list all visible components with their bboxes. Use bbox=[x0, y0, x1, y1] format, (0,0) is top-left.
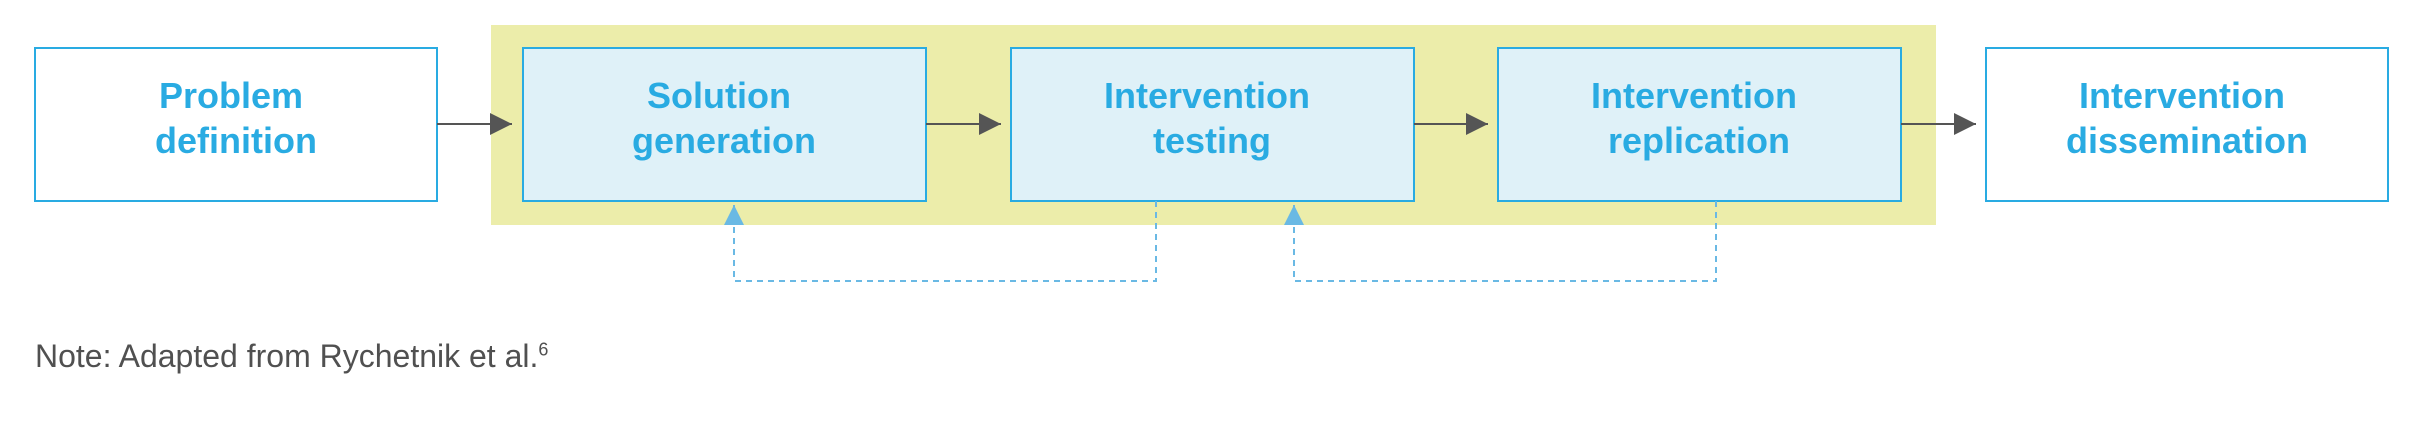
box-label-line-1: Intervention bbox=[2079, 75, 2285, 116]
box-frame bbox=[1497, 47, 1902, 202]
box-label: Intervention testing bbox=[1104, 75, 1320, 161]
box-label-line-2: generation bbox=[632, 120, 816, 161]
box-intervention-replication: Intervention replication bbox=[1497, 47, 1902, 202]
source-note: Note: Adapted from Rychetnik et al.6 bbox=[35, 338, 548, 375]
feedback-arrow-replication-to-testing bbox=[1284, 201, 1717, 282]
box-label-line-1: Solution bbox=[647, 75, 791, 116]
box-label-line-1: Intervention bbox=[1104, 75, 1310, 116]
box-frame bbox=[1010, 47, 1415, 202]
box-label-line-1: Problem bbox=[159, 75, 303, 116]
box-label: Solution generation bbox=[632, 75, 816, 161]
box-problem-definition: Problem definition bbox=[34, 47, 438, 202]
box-label: Problem definition bbox=[155, 75, 317, 161]
box-label: Intervention dissemination bbox=[2066, 75, 2308, 161]
box-label-line-1: Intervention bbox=[1591, 75, 1797, 116]
box-intervention-testing: Intervention testing bbox=[1010, 47, 1415, 202]
source-note-superscript: 6 bbox=[538, 339, 549, 360]
source-note-text: Note: Adapted from Rychetnik et al. bbox=[35, 338, 539, 374]
box-frame bbox=[34, 47, 438, 202]
box-label: Intervention replication bbox=[1591, 75, 1807, 161]
box-frame bbox=[1985, 47, 2389, 202]
box-label-line-2: dissemination bbox=[2066, 120, 2308, 161]
box-label-line-2: replication bbox=[1608, 120, 1790, 161]
box-label-line-2: testing bbox=[1153, 120, 1271, 161]
feedback-arrow-testing-to-solution bbox=[724, 201, 1157, 282]
box-frame bbox=[522, 47, 927, 202]
box-solution-generation: Solution generation bbox=[522, 47, 927, 202]
box-label-line-2: definition bbox=[155, 120, 317, 161]
box-intervention-dissemination: Intervention dissemination bbox=[1985, 47, 2389, 202]
